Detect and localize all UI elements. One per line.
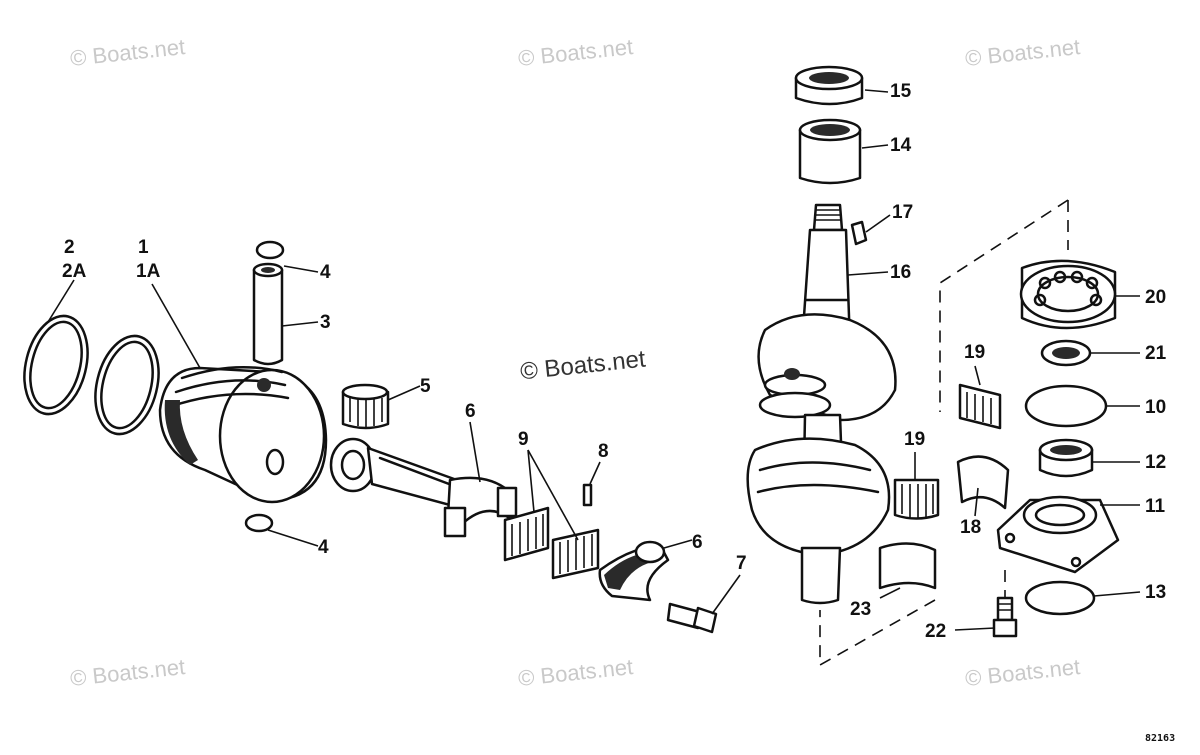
callout-20: 20: [1145, 287, 1167, 308]
callout-1a: 1A: [136, 261, 161, 282]
callout-6-cap: 6: [692, 532, 703, 553]
housing-bolt: [992, 596, 1018, 638]
main-bearing-lower: [893, 478, 940, 520]
callout-1: 1: [138, 237, 149, 258]
diagram-code: 82163: [1145, 733, 1176, 744]
retainer-ring-bottom: [244, 513, 274, 533]
callout-7: 7: [736, 553, 747, 574]
callout-9: 9: [518, 429, 529, 450]
callout-19-lower: 19: [904, 429, 926, 450]
retainer-ring-top: [255, 240, 285, 260]
seal-12: [1038, 438, 1094, 478]
callout-15: 15: [890, 81, 912, 102]
leader-lines: [47, 89, 1141, 631]
callout-19-upper: 19: [964, 342, 986, 363]
o-ring-10: [1024, 384, 1108, 428]
callout-8: 8: [598, 441, 609, 462]
callout-4-bottom: 4: [318, 537, 329, 558]
callout-21: 21: [1145, 343, 1167, 364]
woodruff-key: [850, 220, 868, 246]
bearing-sleeve: [878, 542, 937, 590]
piston-ring-2b: [94, 334, 160, 436]
callout-17: 17: [892, 202, 914, 223]
callout-2a: 2A: [62, 261, 87, 282]
o-ring-13: [1024, 580, 1096, 616]
callout-6-rod: 6: [465, 401, 476, 422]
callout-18: 18: [960, 517, 982, 538]
connecting-rod: [329, 437, 518, 538]
piston: [158, 365, 328, 504]
callout-3: 3: [320, 312, 331, 333]
seal-21: [1040, 339, 1092, 367]
assembly-guide-bottom: [819, 599, 936, 667]
callout-5: 5: [420, 376, 431, 397]
top-needle-bearing: [798, 118, 862, 185]
lower-bearing-housing: [996, 495, 1120, 574]
callout-12: 12: [1145, 452, 1167, 473]
rod-bearing-halves: [503, 506, 600, 580]
callout-4-top: 4: [320, 262, 331, 283]
callout-23: 23: [850, 599, 872, 620]
callout-14: 14: [890, 135, 912, 156]
assembly-guide-top: [939, 199, 1069, 412]
piston-pin: [252, 262, 284, 366]
rod-bolt: [666, 602, 718, 634]
rod-cap: [598, 540, 670, 602]
callout-11: 11: [1145, 496, 1166, 517]
top-seal: [794, 65, 864, 106]
wrist-pin-bearing: [341, 383, 390, 430]
callout-13: 13: [1145, 582, 1167, 603]
callout-22: 22: [925, 621, 947, 642]
piston-ring-2: [23, 314, 89, 416]
callout-10: 10: [1145, 397, 1167, 418]
bearing-race: [956, 455, 1010, 510]
ball-bearing: [1019, 259, 1117, 330]
crankshaft: [746, 203, 897, 605]
callout-2: 2: [64, 237, 75, 258]
dowel-pin: [582, 483, 593, 507]
callout-16: 16: [890, 262, 912, 283]
main-bearing-upper: [958, 383, 1002, 430]
